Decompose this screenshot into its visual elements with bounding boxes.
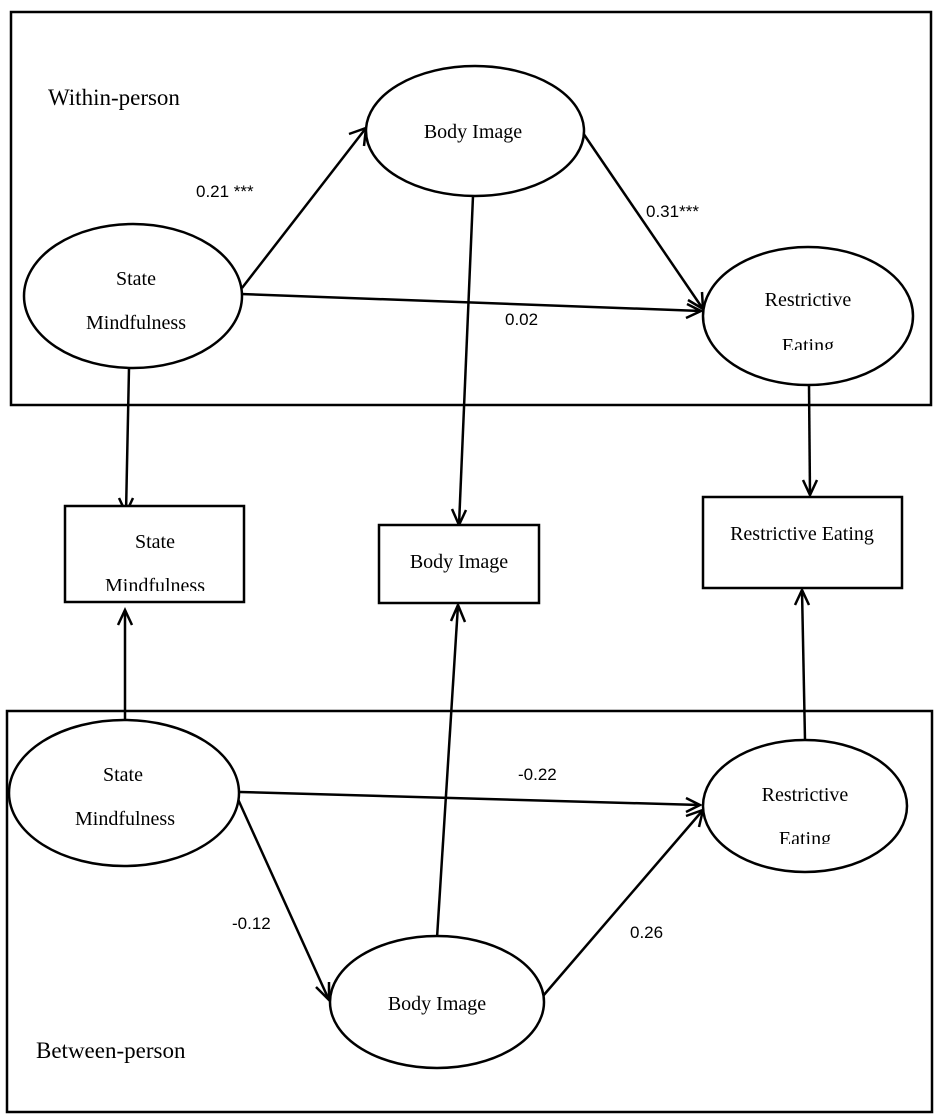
- coef-within-body-image-restrictive: 0.31***: [646, 202, 699, 221]
- arrowhead-mid-mindfulness-bottom: [116, 607, 134, 626]
- node-between-restrictive-eating: Restrictive Eating: [701, 738, 909, 874]
- between-person-title: Between-person: [36, 1038, 186, 1063]
- node-label: Body Image: [410, 551, 508, 573]
- within-person-title: Within-person: [48, 85, 180, 110]
- node-between-body-image: Body Image: [328, 934, 546, 1070]
- edge-within-restrictive-to-mid: [807, 384, 812, 496]
- edge-within-body-image-to-restrictive: [581, 132, 705, 310]
- node-label-line: Restrictive: [765, 289, 852, 311]
- edge-within-body-image-to-mid: [457, 195, 475, 526]
- node-label: Body Image: [424, 121, 522, 143]
- arrowhead-mid-restrictive-top: [801, 479, 819, 498]
- coef-between-mindfulness-body-image: -0.12: [232, 914, 271, 933]
- node-label-line: Restrictive: [762, 784, 849, 806]
- node-label-line: Mindfulness: [86, 312, 186, 334]
- node-label-line: Mindfulness: [75, 808, 175, 830]
- node-label: Restrictive Eating: [730, 523, 874, 545]
- edge-between-mindfulness-to-restrictive: [239, 790, 701, 807]
- arrowhead-between-restrictive-a: [685, 796, 703, 814]
- node-within-body-image: Body Image: [364, 64, 586, 198]
- node-between-state-mindfulness: State Mindfulness: [7, 718, 241, 868]
- node-within-state-mindfulness: State Mindfulness: [22, 222, 244, 370]
- edge-between-body-image-to-restrictive: [542, 809, 704, 997]
- arrowhead-mid-restrictive-bottom: [793, 587, 811, 606]
- edge-between-mindfulness-to-body-image: [235, 796, 331, 1001]
- node-label-line: State: [116, 268, 156, 290]
- edges: [116, 126, 819, 1004]
- node-mid-body-image: Body Image: [377, 523, 541, 605]
- node-label-line: State: [103, 764, 143, 786]
- arrowhead-mid-body-image-bottom: [449, 601, 467, 623]
- node-label: Body Image: [388, 993, 486, 1015]
- node-within-restrictive-eating: Restrictive Eating: [701, 245, 915, 387]
- coef-within-mindfulness-restrictive: 0.02: [505, 310, 538, 329]
- coef-within-mindfulness-body-image: 0.21 ***: [196, 182, 254, 201]
- node-label-line: Eating: [782, 335, 834, 357]
- node-mid-restrictive-eating: Restrictive Eating: [701, 495, 904, 590]
- node-mid-state-mindfulness: State Mindfulness: [63, 504, 246, 604]
- edge-between-restrictive-to-mid: [800, 589, 807, 741]
- edge-within-mindfulness-to-body-image: [241, 127, 367, 289]
- between-person-panel: [5, 709, 934, 1114]
- edge-within-mindfulness-to-mid: [124, 367, 131, 514]
- node-label-line: State: [135, 531, 175, 553]
- arrowhead-within-restrictive-b: [685, 302, 704, 320]
- coef-between-body-image-restrictive: 0.26: [630, 923, 663, 942]
- edge-between-body-image-to-mid: [435, 604, 460, 939]
- node-label-line: Mindfulness: [105, 575, 205, 597]
- node-label-line: Eating: [779, 828, 831, 850]
- path-coefficients: 0.21 *** 0.31*** 0.02 -0.22 -0.12 0.26: [196, 182, 699, 942]
- edge-within-mindfulness-to-restrictive: [240, 292, 702, 313]
- within-person-panel: [9, 10, 933, 407]
- coef-between-mindfulness-restrictive: -0.22: [518, 765, 557, 784]
